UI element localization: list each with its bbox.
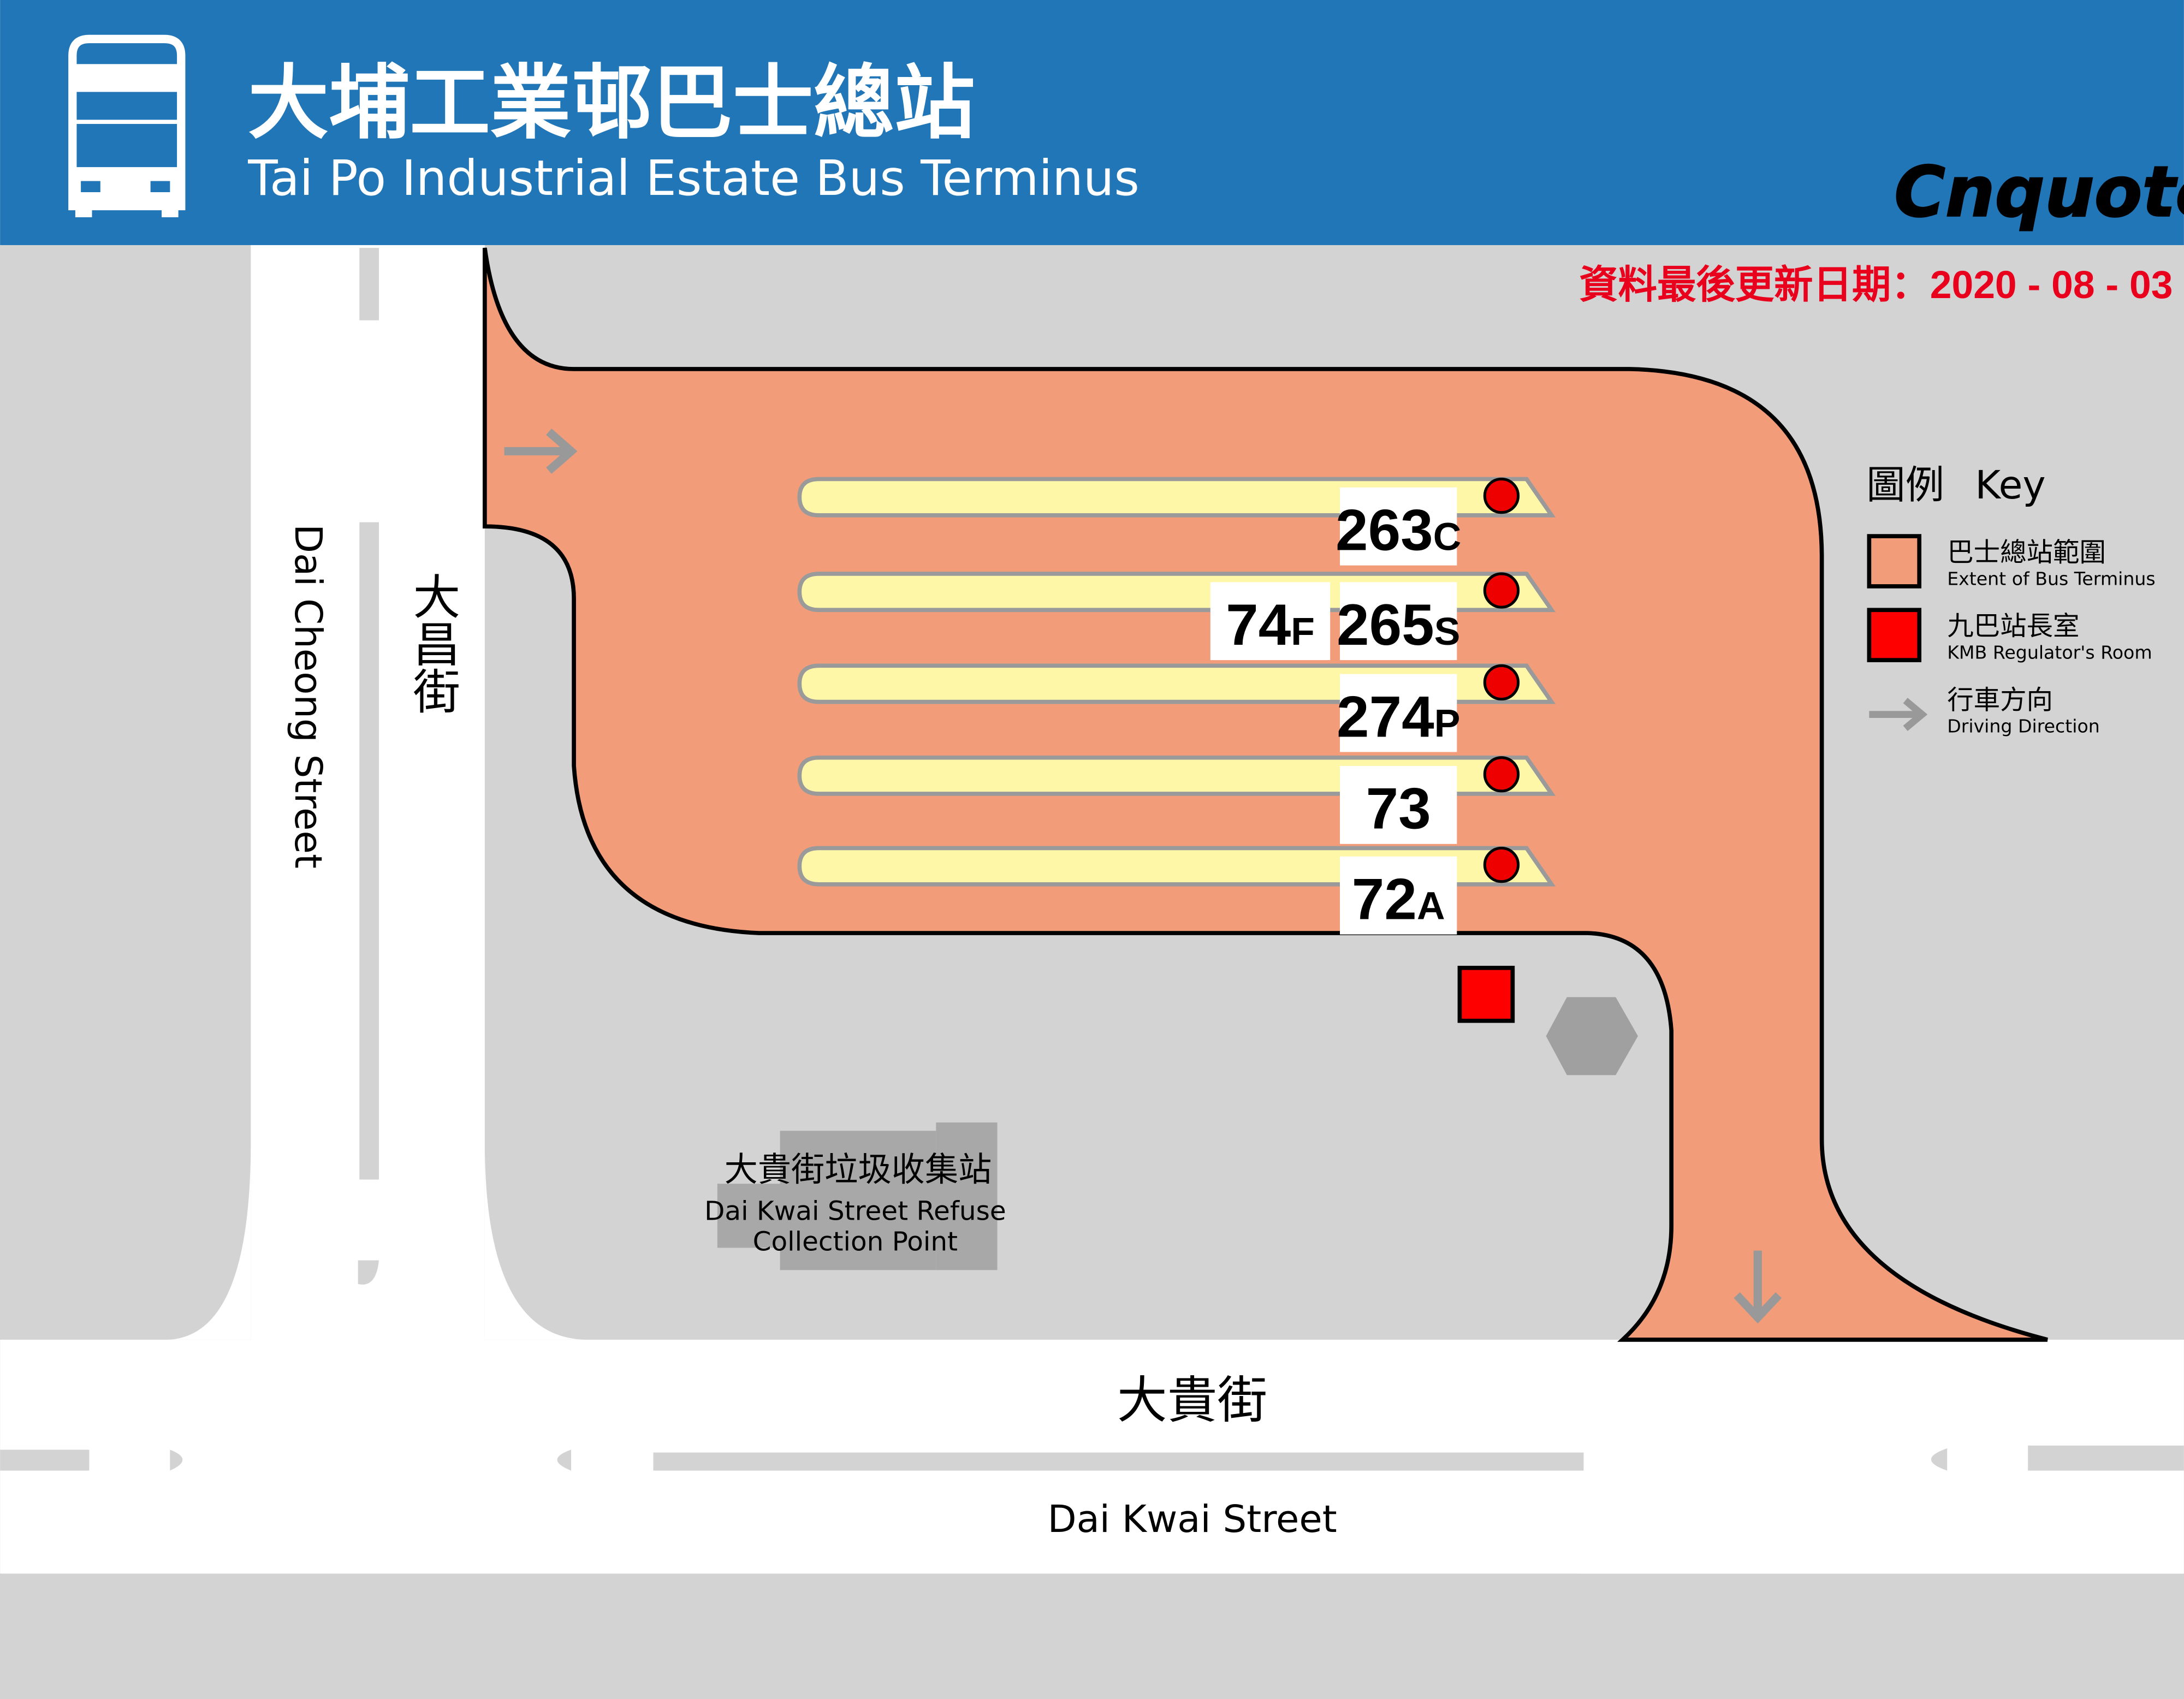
double-decker-bus-icon [68, 34, 186, 217]
route-suffix: C [1433, 515, 1462, 559]
driving-direction-arrow [1734, 1250, 1782, 1324]
dai-kwai-street-name-en: Dai Kwai Street [1048, 1498, 1337, 1541]
bus-stop-marker[interactable] [1483, 846, 1520, 883]
legend-item-zh: 行車方向 [1947, 685, 2053, 715]
bus-stop-marker[interactable] [1483, 664, 1520, 701]
bus-stop-marker[interactable] [1483, 756, 1520, 793]
refuse-point-name-en-2: Collection Point [753, 1227, 958, 1257]
title-zh: 大埔工業邨巴士總站 [248, 56, 975, 150]
driving-direction-arrow [504, 428, 578, 474]
legend: 圖例 Key 巴士總站範圍 Extent of Bus Terminus 九巴站… [1866, 462, 2155, 737]
legend-swatch-terminus [1867, 534, 1922, 589]
route-number: 73 [1366, 776, 1431, 841]
kmb-regulator-room[interactable] [1457, 965, 1515, 1023]
legend-arrow-icon [1869, 698, 1928, 731]
centre-line [359, 522, 379, 1180]
bay-label-72A[interactable]: 72A [1340, 856, 1457, 935]
bus-bays: 263C 265S 74F 274P 73 72A [797, 477, 1556, 935]
legend-item-en: Driving Direction [1947, 716, 2100, 737]
legend-swatch-regulator-room [1867, 608, 1922, 662]
dai-kwai-street-name-zh: 大貴街 [1117, 1371, 1267, 1430]
bus-stop-marker[interactable] [1483, 477, 1520, 514]
route-suffix: A [1417, 884, 1445, 928]
legend-title-en: Key [1975, 462, 2045, 508]
bay-label-274P[interactable]: 274P [1337, 674, 1460, 752]
centre-line [653, 1452, 1584, 1471]
dai-cheong-street-name-zh: 大昌街 [405, 572, 460, 714]
route-suffix: P [1434, 702, 1461, 745]
dai-cheong-street-name-en: Dai Cheong Street [286, 524, 330, 869]
bay-label-263C[interactable]: 263C [1336, 487, 1462, 566]
bay-label-265S[interactable]: 265S [1337, 582, 1461, 661]
logo-cnquote: Cnquote [1894, 152, 2184, 233]
hexagon-structure [1546, 997, 1638, 1076]
header-bar [0, 0, 2184, 245]
refuse-point-name-en-1: Dai Kwai Street Refuse [704, 1196, 1006, 1227]
route-suffix: S [1434, 610, 1461, 654]
last-updated: 資料最後更新日期：2020 - 08 - 03 [1579, 263, 2173, 307]
legend-item-en: KMB Regulator's Room [1947, 642, 2152, 663]
route-number: 74F [1226, 592, 1315, 657]
route-suffix: F [1291, 610, 1315, 654]
title-en: Tai Po Industrial Estate Bus Terminus [247, 150, 1140, 207]
legend-item-zh: 九巴站長室 [1947, 611, 2079, 641]
legend-title-zh: 圖例 [1866, 462, 1944, 508]
refuse-point-name-zh: 大貴街垃圾收集站 [725, 1150, 992, 1189]
centre-line [359, 248, 379, 320]
bus-stop-marker[interactable] [1483, 572, 1520, 609]
bay-label-73[interactable]: 73 [1340, 765, 1457, 844]
legend-item-zh: 巴士總站範圍 [1947, 537, 2106, 568]
bay-label-74F[interactable]: 74F [1210, 582, 1331, 661]
legend-item-en: Extent of Bus Terminus [1947, 568, 2155, 589]
